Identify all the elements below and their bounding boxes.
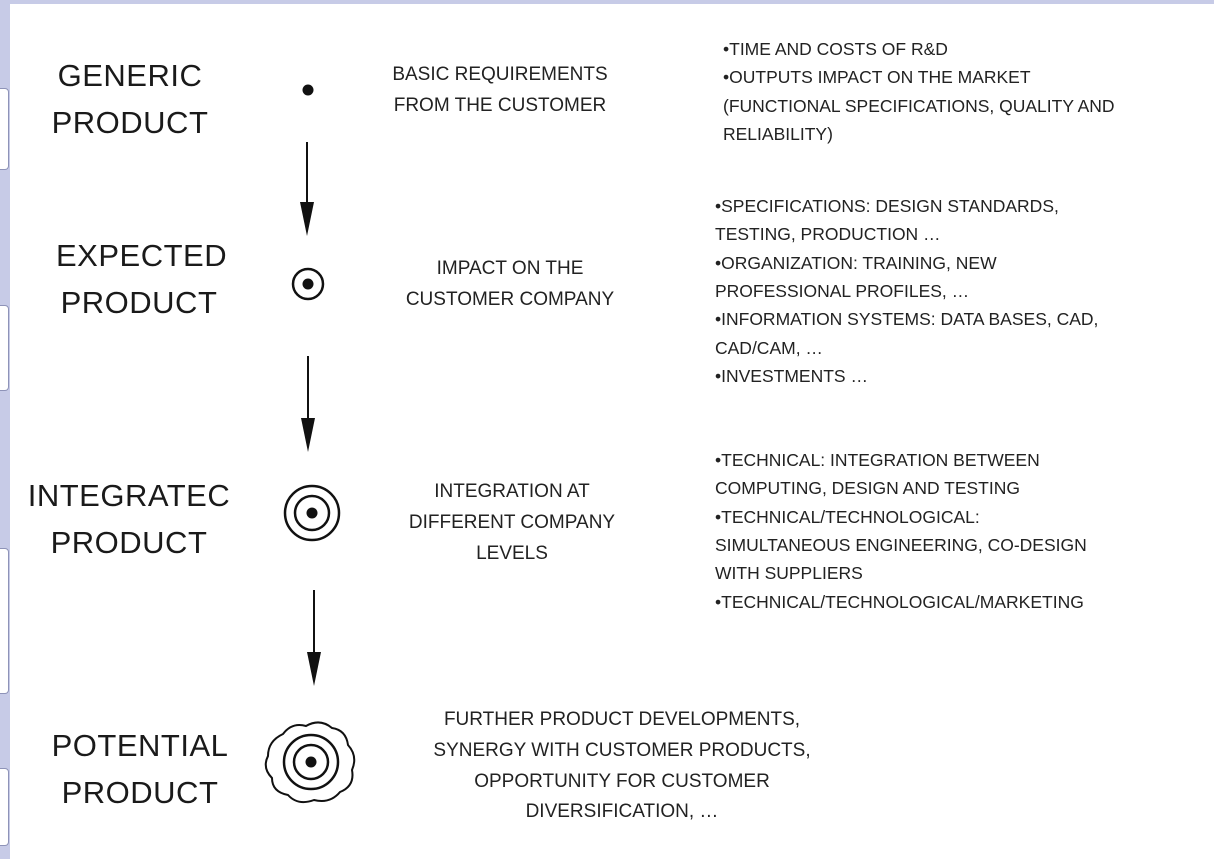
slide-edge-tab <box>0 548 9 694</box>
slide-canvas <box>10 4 1214 859</box>
stage-details-generic: •TIME AND COSTS OF R&D •OUTPUTS IMPACT O… <box>723 39 1115 145</box>
slide-edge-tab <box>0 768 9 846</box>
irregular-outline-rings-icon <box>264 721 356 804</box>
stage-details-expected: •SPECIFICATIONS: DESIGN STANDARDS, TESTI… <box>715 196 1099 387</box>
down-arrow-icon <box>301 356 315 452</box>
stage-title-expected: EXPECTED PRODUCT <box>56 238 228 321</box>
stage-description-expected: IMPACT ON THE CUSTOMER COMPANY <box>405 258 615 310</box>
stage-details-integrated: •TECHNICAL: INTEGRATION BETWEEN COMPUTIN… <box>715 450 1087 612</box>
single-ring-icon <box>291 267 325 301</box>
stage-description-generic: BASIC REQUIREMENTS FROM THE CUSTOMER <box>392 64 608 116</box>
stage-title-generic: GENERIC PRODUCT <box>51 58 209 141</box>
stage-description-integrated: INTEGRATION AT DIFFERENT COMPANY LEVELS <box>408 481 616 564</box>
down-arrow-icon <box>300 142 314 236</box>
stage-title-integrated: INTEGRATEC PRODUCT <box>27 478 231 561</box>
down-arrow-icon <box>307 590 321 686</box>
slide-edge-tab <box>0 305 9 391</box>
double-ring-icon <box>283 484 341 542</box>
stage-description-potential: FURTHER PRODUCT DEVELOPMENTS, SYNERGY WI… <box>433 709 811 823</box>
slide-edge-tab <box>0 88 9 170</box>
stage-title-potential: POTENTIAL PRODUCT <box>51 728 229 811</box>
dot-icon <box>302 84 314 96</box>
